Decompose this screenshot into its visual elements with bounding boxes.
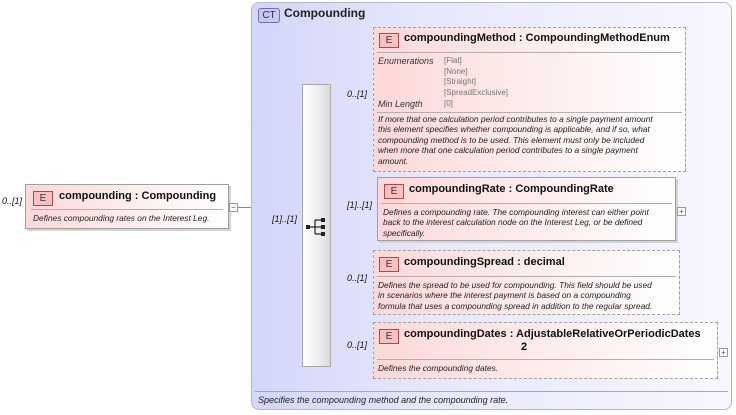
compounding-method-doc-separator [377, 112, 682, 113]
facet-value: [Straight] [444, 77, 477, 86]
element-compounding-dates[interactable]: E compoundingDates : AdjustableRelativeO… [373, 322, 718, 379]
root-element-type: : Compounding [134, 190, 217, 202]
element-compounding-rate[interactable]: E compoundingRate : CompoundingRate Defi… [377, 177, 676, 241]
compounding-spread-separator [377, 276, 676, 277]
element-badge: E [33, 191, 53, 206]
compounding-rate-separator [381, 203, 672, 204]
compounding-dates-documentation: Defines the compounding dates. [378, 363, 499, 373]
compounding-rate-expand-toggle[interactable]: + [677, 207, 686, 216]
compounding-dates-type: : AdjustableRelativeOrPeriodicDates [509, 328, 701, 340]
compounding-dates-name: compoundingDates [404, 328, 507, 340]
compounding-rate-title: compoundingRate : CompoundingRate [409, 183, 614, 195]
root-cardinality: 0..[1] [2, 196, 23, 206]
compounding-spread-documentation: Defines the spread to be used for compou… [378, 280, 653, 311]
complex-type-divider [255, 391, 728, 392]
compounding-dates-cardinality: 0..[1] [347, 340, 368, 350]
facet-label-min-length: Min Length [378, 99, 423, 109]
compounding-spread-cardinality: 0..[1] [347, 273, 368, 283]
element-compounding-method[interactable]: E compoundingMethod : CompoundingMethodE… [373, 27, 686, 172]
root-element-title: compounding : Compounding [59, 190, 216, 202]
compounding-dates-title: compoundingDates : AdjustableRelativeOrP… [404, 328, 701, 340]
facet-value: [Flat] [444, 56, 462, 65]
facet-value: [0] [444, 99, 453, 108]
root-element-compounding[interactable]: E compounding : Compounding Defines comp… [25, 184, 229, 229]
sequence-compositor[interactable] [302, 84, 331, 367]
compounding-method-name: compoundingMethod [404, 32, 516, 44]
element-badge: E [379, 257, 399, 272]
compounding-method-documentation: If more that one calculation period cont… [378, 114, 653, 166]
compounding-rate-documentation: Defines a compounding rate. The compound… [383, 207, 649, 238]
compounding-spread-title: compoundingSpread : decimal [404, 256, 565, 268]
compounding-method-type: : CompoundingMethodEnum [518, 32, 670, 44]
element-badge: E [379, 33, 399, 48]
root-element-name: compounding [59, 190, 132, 202]
compounding-rate-name: compoundingRate [409, 183, 506, 195]
element-badge: E [384, 184, 404, 199]
element-compounding-spread[interactable]: E compoundingSpread : decimal Defines th… [373, 250, 680, 315]
compounding-method-title: compoundingMethod : CompoundingMethodEnu… [404, 32, 670, 44]
compounding-dates-expand-toggle[interactable]: + [719, 348, 728, 357]
compounding-rate-cardinality: [1]..[1] [347, 200, 373, 210]
complex-type-badge: CT [258, 8, 280, 23]
compounding-rate-type: : CompoundingRate [508, 183, 614, 195]
sequence-cardinality: [1]..[1] [272, 214, 298, 224]
compounding-dates-separator [377, 359, 714, 360]
element-badge: E [379, 329, 399, 344]
root-separator [31, 209, 223, 210]
complex-type-title: Compounding [284, 6, 366, 20]
root-documentation: Defines compounding rates on the Interes… [33, 213, 210, 223]
facet-value: [None] [444, 66, 468, 76]
compounding-dates-type-continuation: 2 [521, 341, 528, 353]
facet-value: [SpreadExclusive] [444, 87, 509, 97]
sequence-icon [306, 218, 325, 236]
complex-type-documentation: Specifies the compounding method and the… [258, 395, 509, 405]
facet-label-enumerations: Enumerations [378, 56, 434, 66]
compounding-method-separator [377, 52, 682, 53]
compounding-spread-type: : decimal [517, 256, 565, 268]
compounding-method-cardinality: 0..[1] [347, 89, 368, 99]
compounding-spread-name: compoundingSpread [404, 256, 514, 268]
root-collapse-toggle[interactable]: − [229, 203, 238, 212]
